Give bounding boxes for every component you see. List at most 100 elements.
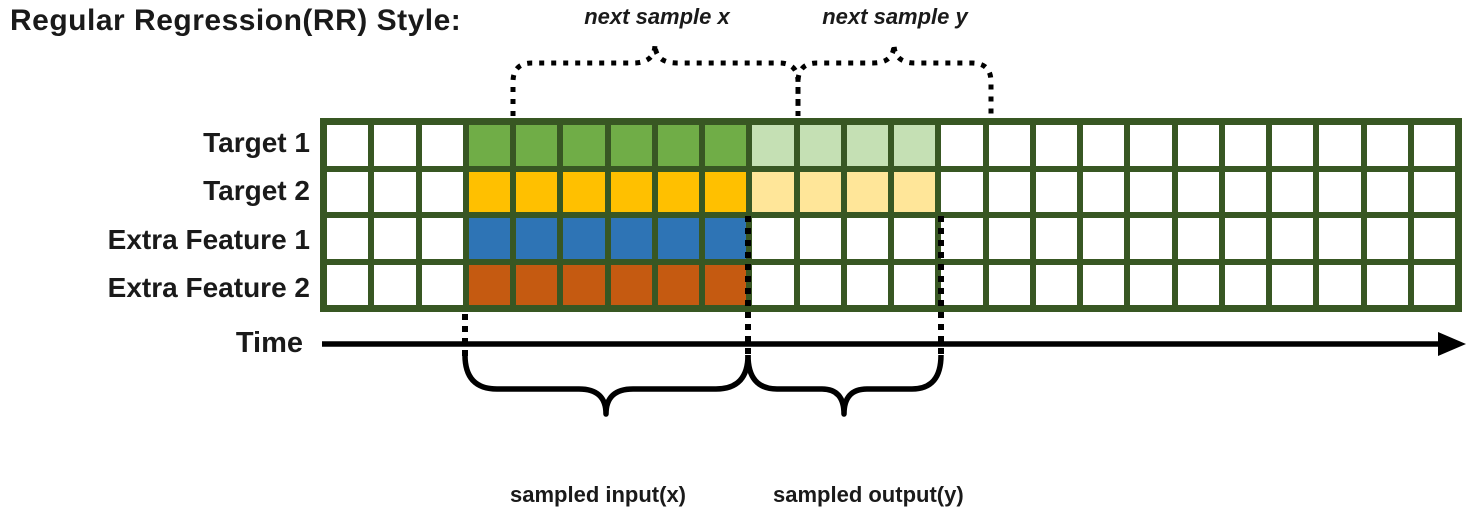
grid-cell bbox=[1083, 125, 1125, 166]
grid-cell bbox=[1319, 171, 1361, 212]
grid-cell bbox=[1413, 218, 1455, 259]
row-label-extra-feature-1: Extra Feature 1 bbox=[107, 224, 310, 255]
grid-cell bbox=[610, 125, 652, 166]
grid-cell bbox=[657, 171, 699, 212]
grid-cell bbox=[563, 171, 605, 212]
grid-cell bbox=[1413, 125, 1455, 166]
row-label-extra-feature-2: Extra Feature 2 bbox=[107, 272, 310, 303]
grid-cell bbox=[1319, 264, 1361, 305]
grid-cell bbox=[799, 125, 841, 166]
grid-cell bbox=[894, 171, 936, 212]
grid-cell bbox=[468, 125, 510, 166]
grid-cell bbox=[421, 171, 463, 212]
grid-cell bbox=[1177, 218, 1219, 259]
grid-cell bbox=[327, 171, 369, 212]
grid-cell bbox=[1177, 171, 1219, 212]
grid-cell bbox=[421, 125, 463, 166]
row-label-target-2: Target 2 bbox=[203, 175, 310, 206]
grid-cell bbox=[941, 125, 983, 166]
grid-cell bbox=[1224, 218, 1266, 259]
grid-cell bbox=[421, 218, 463, 259]
grid-cell bbox=[705, 171, 747, 212]
grid-cell bbox=[846, 264, 888, 305]
grid-cell bbox=[657, 218, 699, 259]
grid-cell bbox=[657, 125, 699, 166]
grid-cell bbox=[1130, 264, 1172, 305]
grid-cell bbox=[1366, 125, 1408, 166]
grid-cell bbox=[1272, 218, 1314, 259]
grid-cell bbox=[941, 218, 983, 259]
grid-cell bbox=[1366, 171, 1408, 212]
next-sample-y-brace bbox=[795, 43, 994, 116]
grid-cell bbox=[610, 218, 652, 259]
grid-cell bbox=[752, 125, 794, 166]
grid-cell bbox=[1319, 125, 1361, 166]
grid-cell bbox=[1130, 218, 1172, 259]
grid-cell bbox=[1035, 218, 1077, 259]
grid-cell bbox=[752, 218, 794, 259]
grid-cell bbox=[1083, 171, 1125, 212]
grid-cell bbox=[1366, 218, 1408, 259]
grid-cell bbox=[327, 125, 369, 166]
next-sample-y-label: next sample y bbox=[822, 4, 968, 29]
grid-cell bbox=[468, 264, 510, 305]
grid-cell bbox=[563, 218, 605, 259]
sampled-output-brace bbox=[745, 354, 944, 417]
grid-cell bbox=[1083, 218, 1125, 259]
grid-cell bbox=[1413, 171, 1455, 212]
grid-cell bbox=[799, 264, 841, 305]
grid-cell bbox=[327, 218, 369, 259]
grid-cell bbox=[988, 264, 1030, 305]
time-axis-label: Time bbox=[235, 327, 303, 359]
grid-cell bbox=[516, 264, 558, 305]
time-axis-arrowhead bbox=[1438, 332, 1466, 356]
grid-cell bbox=[1083, 264, 1125, 305]
sampled-output-annotation: sampled output(y) horizon=4 output_featu… bbox=[773, 422, 1011, 516]
next-sample-x-label: next sample x bbox=[584, 4, 730, 29]
grid-cell bbox=[1272, 171, 1314, 212]
grid-cell bbox=[988, 125, 1030, 166]
grid-cell bbox=[516, 218, 558, 259]
grid-cell bbox=[468, 218, 510, 259]
sampled-input-annotation: sampled input(x) lookback=6 input_featur… bbox=[510, 422, 733, 516]
grid-cell bbox=[752, 264, 794, 305]
grid-cell bbox=[1272, 264, 1314, 305]
grid-cell bbox=[374, 171, 416, 212]
grid-cell bbox=[1177, 264, 1219, 305]
grid-cell bbox=[516, 171, 558, 212]
sampled-input-line-1: sampled input(x) bbox=[510, 482, 687, 507]
grid-cell bbox=[705, 125, 747, 166]
grid-cell bbox=[421, 264, 463, 305]
grid-cell bbox=[705, 264, 747, 305]
grid-cell bbox=[1319, 218, 1361, 259]
grid-cell bbox=[1224, 171, 1266, 212]
grid-cell bbox=[374, 264, 416, 305]
grid-cell bbox=[941, 171, 983, 212]
grid-cell bbox=[610, 264, 652, 305]
grid-cell bbox=[563, 264, 605, 305]
grid-cell bbox=[894, 264, 936, 305]
grid-cell bbox=[1130, 171, 1172, 212]
grid-cell bbox=[610, 171, 652, 212]
grid-cell bbox=[1177, 125, 1219, 166]
grid-cell bbox=[468, 171, 510, 212]
grid-cell bbox=[327, 264, 369, 305]
grid-cell bbox=[705, 218, 747, 259]
grid-cell bbox=[1366, 264, 1408, 305]
grid-cell bbox=[1035, 264, 1077, 305]
grid-cell bbox=[1224, 264, 1266, 305]
grid-cell bbox=[988, 171, 1030, 212]
grid-cell bbox=[1035, 125, 1077, 166]
grid-cell bbox=[799, 171, 841, 212]
grid-cell bbox=[657, 264, 699, 305]
grid-cell bbox=[799, 218, 841, 259]
grid-cell bbox=[752, 171, 794, 212]
grid-cell bbox=[563, 125, 605, 166]
grid-cell bbox=[894, 218, 936, 259]
grid-cell bbox=[374, 125, 416, 166]
sample-grid bbox=[320, 118, 1462, 312]
grid-cell bbox=[988, 218, 1030, 259]
grid-cell bbox=[1272, 125, 1314, 166]
row-label-target-1: Target 1 bbox=[203, 127, 310, 158]
grid-cell bbox=[846, 125, 888, 166]
